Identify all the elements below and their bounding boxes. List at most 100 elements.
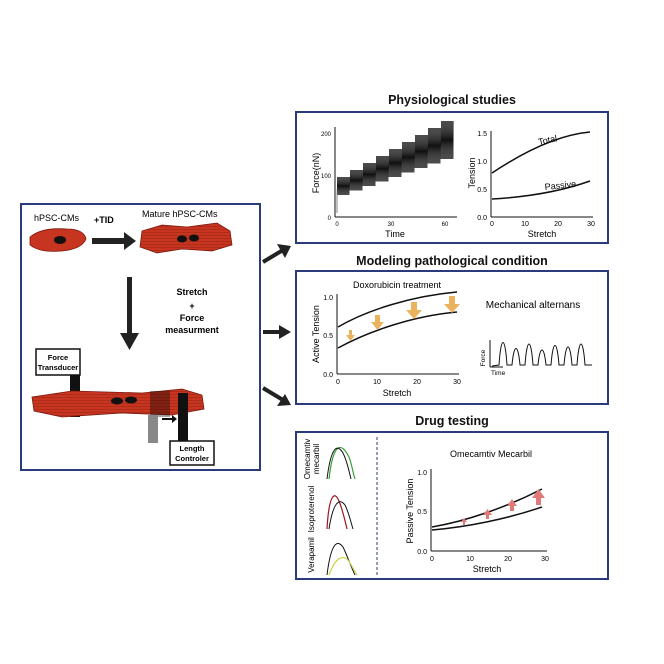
x-tick-label: 20: [554, 221, 562, 228]
arrow-head: [277, 244, 291, 258]
force-time-chart: 0 100 200 0 30 60 Time Force(nN): [311, 120, 457, 239]
nucleus: [189, 234, 199, 242]
y-tick-label: 0.0: [477, 215, 487, 222]
drug-testing-charts: Omecamtiv mecarbil Isoproterenol Verapam…: [303, 437, 549, 576]
x-tick-label: 30: [541, 556, 549, 563]
stretch-label: Stretch: [176, 287, 207, 297]
x-axis-label: Time: [491, 370, 506, 377]
chart-title: Doxorubicin treatment: [353, 280, 442, 290]
arrow-to-drug: [261, 386, 285, 402]
omecamtiv-label-1: Omecamtiv: [303, 439, 312, 479]
y-axis-label: Passive Tension: [405, 479, 415, 544]
y-axis-label: Tension: [467, 157, 477, 188]
y-axis-label: Force(nN): [311, 153, 321, 194]
increase-arrow: [483, 509, 492, 519]
drug-testing-panel: Omecamtiv mecarbil Isoproterenol Verapam…: [295, 431, 609, 580]
omecamtiv-twitch-traces: [326, 446, 356, 480]
verapamil-label: Verapamil: [307, 537, 316, 573]
nucleus: [54, 236, 66, 244]
treated-trace: [328, 446, 356, 480]
y-tick-label: 1.0: [417, 470, 427, 477]
tension-stretch-chart: 0.0 0.5 1.0 1.5 0 10 20 30 Stretch Tensi…: [467, 131, 595, 239]
doxorubicin-curve: [337, 311, 458, 349]
stretch-arrow-shaft: [127, 277, 132, 335]
mature-hpsc-cms-label: Mature hPSC-CMs: [142, 209, 218, 219]
pathological-panel: Doxorubicin treatment 0.0 0.5 1.0 0 10 2…: [295, 270, 609, 405]
y-tick-label: 1.0: [323, 295, 333, 302]
nucleus: [111, 397, 123, 405]
verapamil-twitch-traces: [326, 543, 358, 576]
x-tick-label: 20: [504, 556, 512, 563]
grip-shadow: [150, 391, 170, 417]
alternans-trace: [491, 342, 592, 367]
x-tick-label: 30: [453, 379, 461, 386]
nucleus: [177, 235, 187, 243]
passive-series-label: Passive: [544, 179, 576, 192]
x-tick-label: 0: [336, 379, 340, 386]
drug-testing-title: Drug testing: [415, 414, 489, 428]
y-tick-label: 0.0: [323, 372, 333, 379]
y-tick-label: 200: [321, 132, 332, 138]
treated-trace: [326, 495, 348, 530]
control-curve: [337, 291, 458, 328]
tid-label: +TID: [94, 215, 114, 225]
physiological-title: Physiological studies: [388, 93, 516, 107]
mechanical-alternans-chart: Mechanical alternans Force Time: [480, 300, 592, 377]
x-tick-label: 0: [490, 221, 494, 228]
hpsc-cms-label: hPSC-CMs: [34, 213, 80, 223]
alternans-title: Mechanical alternans: [486, 300, 581, 311]
increase-arrow: [507, 499, 517, 511]
x-tick-label: 10: [373, 379, 381, 386]
increase-arrow: [532, 489, 545, 505]
length-controller-shadow-post: [148, 415, 158, 443]
arrow-to-physiological: [261, 248, 285, 264]
small-right-arrow: [162, 415, 177, 423]
y-axis-label: Active Tension: [311, 305, 321, 363]
length-controller-post: [178, 393, 188, 445]
chart-title: Omecamtiv Mecarbil: [450, 449, 532, 459]
physiological-charts: 0 100 200 0 30 60 Time Force(nN) 0.0 0.5…: [311, 120, 595, 239]
omecamtiv-label-2: mecarbil: [312, 444, 321, 474]
increase-arrow: [461, 518, 467, 525]
treated-trace: [328, 556, 358, 576]
total-series-label: Total: [537, 133, 558, 147]
plus-label: +: [189, 301, 194, 311]
y-tick-label: 0: [328, 216, 332, 222]
y-tick-label: 0.5: [323, 333, 333, 340]
measurement-label: measurment: [165, 325, 219, 335]
force-label: Force: [180, 313, 205, 323]
force-transducer-label-2: Transducer: [38, 363, 79, 372]
connector-arrows: [261, 244, 291, 406]
nucleus: [125, 396, 137, 404]
length-controller-label-2: Controler: [175, 454, 209, 463]
y-tick-label: 100: [321, 174, 332, 180]
force-transducer-box: [35, 348, 81, 376]
x-tick-label: 30: [388, 222, 395, 228]
x-axis-label: Time: [385, 229, 405, 239]
y-tick-label: 1.5: [477, 131, 487, 138]
y-tick-label: 0.5: [417, 509, 427, 516]
isoproterenol-twitch-traces: [326, 495, 354, 530]
force-trace: [336, 120, 454, 213]
x-tick-label: 0: [430, 556, 434, 563]
decrease-arrow: [406, 302, 422, 319]
increase-arrows: [461, 489, 545, 525]
arrow-head: [279, 325, 291, 339]
tid-arrow: [92, 232, 136, 250]
experimental-setup-panel: hPSC-CMs +TID Mature hPSC-CMs Stretch + …: [20, 203, 261, 471]
length-controller-box: [169, 440, 215, 466]
decrease-arrows: [346, 296, 460, 341]
decrease-arrow: [346, 330, 355, 341]
x-tick-label: 10: [466, 556, 474, 563]
pathological-title: Modeling pathological condition: [356, 254, 548, 268]
x-tick-label: 10: [521, 221, 529, 228]
x-axis-label: Stretch: [528, 229, 557, 239]
arrow-head: [277, 394, 291, 406]
decrease-arrow: [444, 296, 460, 313]
baseline-trace: [326, 447, 352, 480]
baseline-trace: [326, 543, 356, 576]
x-tick-label: 0: [335, 222, 339, 228]
y-axis-label: Force: [480, 349, 487, 366]
y-tick-label: 1.0: [477, 159, 487, 166]
pathological-charts: Doxorubicin treatment 0.0 0.5 1.0 0 10 2…: [311, 280, 592, 398]
